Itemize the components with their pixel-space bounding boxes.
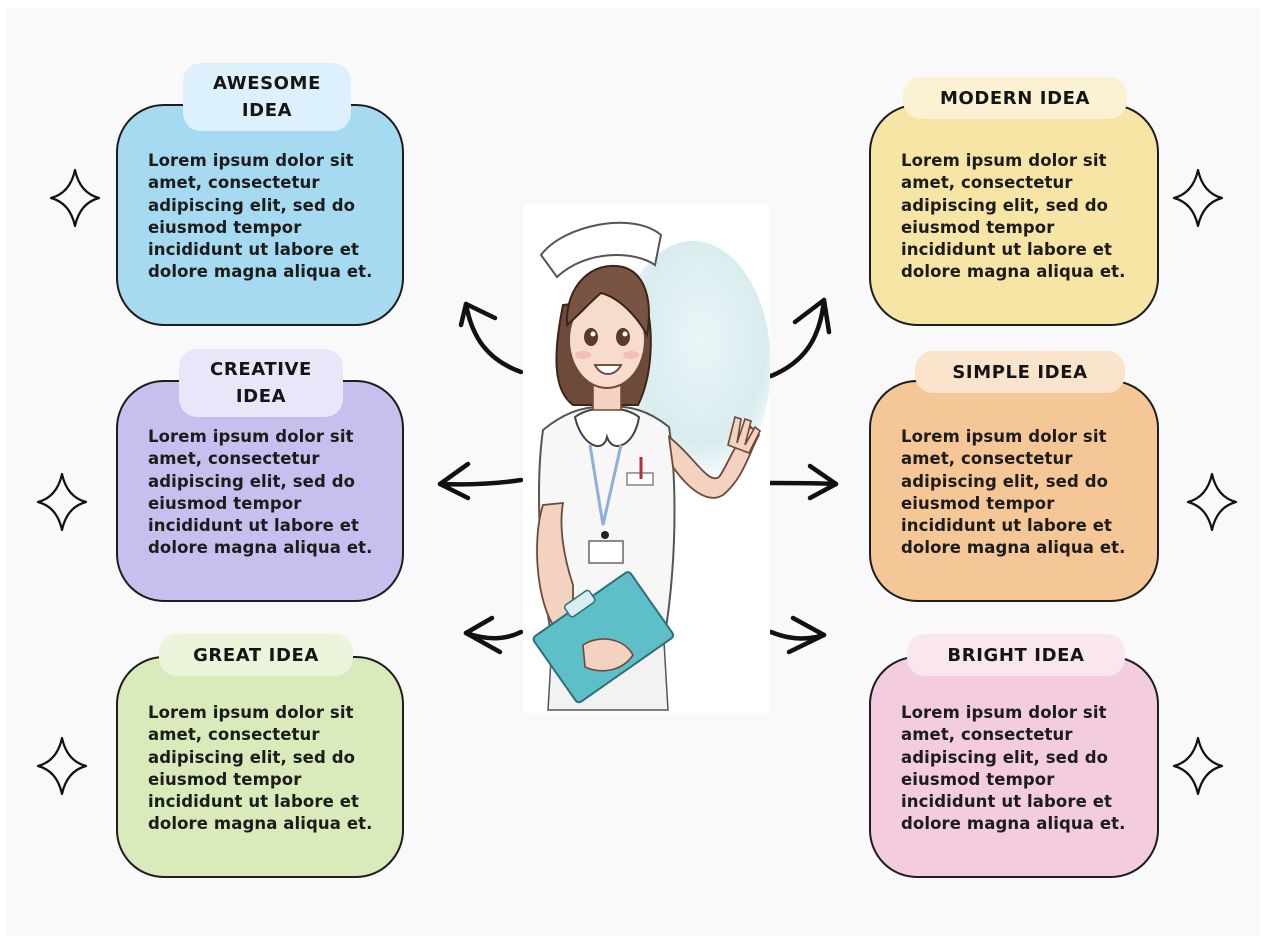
- sparkle-star-icon: [1186, 472, 1238, 532]
- idea-title-awesome: AWESOME IDEA: [183, 63, 351, 131]
- arrow-right-icon: [768, 463, 839, 501]
- idea-title-great-text: GREAT IDEA: [193, 644, 319, 666]
- nurse-illustration: [523, 205, 771, 713]
- idea-card-simple-text: Lorem ipsum dolor sit amet, consectetur …: [901, 427, 1126, 558]
- sparkle-star-icon: [1172, 168, 1224, 228]
- idea-card-modern-text: Lorem ipsum dolor sit amet, consectetur …: [901, 151, 1126, 282]
- arrow-down-left-icon: [463, 615, 524, 655]
- idea-title-great: GREAT IDEA: [159, 634, 353, 676]
- sparkle-star-icon: [1172, 736, 1224, 796]
- nurse-illustration-icon: [532, 221, 771, 711]
- arrow-left-icon: [437, 461, 524, 501]
- sparkle-star-icon: [49, 168, 101, 228]
- idea-title-creative-text: CREATIVE IDEA: [210, 359, 312, 407]
- idea-title-bright-text: BRIGHT IDEA: [947, 644, 1085, 666]
- idea-title-simple: SIMPLE IDEA: [915, 351, 1125, 393]
- idea-card-bright-text: Lorem ipsum dolor sit amet, consectetur …: [901, 703, 1126, 834]
- sparkle-star-icon: [36, 472, 88, 532]
- idea-title-creative: CREATIVE IDEA: [179, 349, 343, 417]
- idea-card-simple: Lorem ipsum dolor sit amet, consectetur …: [869, 380, 1159, 602]
- idea-card-great-text: Lorem ipsum dolor sit amet, consectetur …: [148, 703, 373, 834]
- sparkle-star-icon: [36, 736, 88, 796]
- idea-card-creative-text: Lorem ipsum dolor sit amet, consectetur …: [148, 427, 373, 558]
- idea-card-creative: Lorem ipsum dolor sit amet, consectetur …: [116, 380, 404, 602]
- idea-title-modern-text: MODERN IDEA: [939, 87, 1091, 109]
- idea-title-awesome-text: AWESOME IDEA: [213, 73, 321, 121]
- idea-card-awesome: Lorem ipsum dolor sit amet, consectetur …: [116, 104, 404, 326]
- idea-title-modern: MODERN IDEA: [903, 77, 1127, 119]
- arrow-up-left-icon: [458, 301, 524, 375]
- idea-title-simple-text: SIMPLE IDEA: [952, 361, 1088, 383]
- arrow-up-right-icon: [768, 297, 832, 379]
- arrow-down-right-icon: [768, 615, 827, 655]
- idea-card-great: Lorem ipsum dolor sit amet, consectetur …: [116, 656, 404, 878]
- idea-card-bright: Lorem ipsum dolor sit amet, consectetur …: [869, 656, 1159, 878]
- idea-card-modern: Lorem ipsum dolor sit amet, consectetur …: [869, 104, 1159, 326]
- idea-title-bright: BRIGHT IDEA: [907, 634, 1125, 676]
- idea-card-awesome-text: Lorem ipsum dolor sit amet, consectetur …: [148, 151, 373, 282]
